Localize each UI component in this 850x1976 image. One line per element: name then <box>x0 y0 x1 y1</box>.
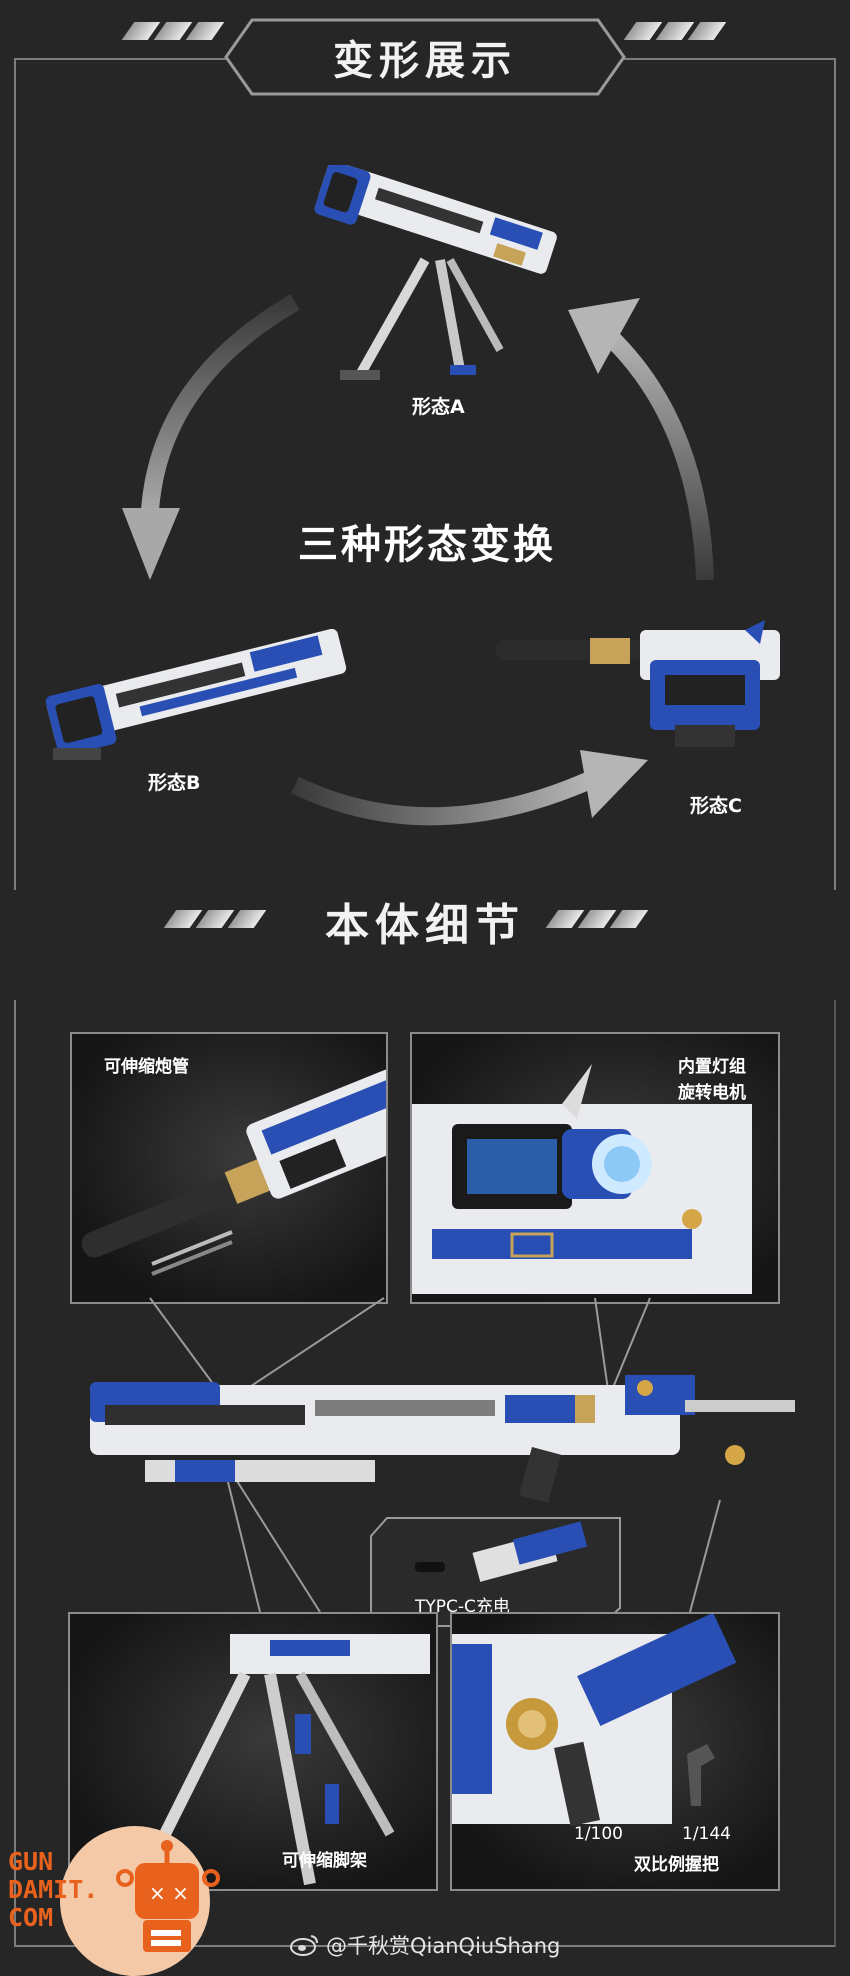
callout-barrel: 可伸缩炮管 <box>104 1057 189 1077</box>
scale-1-100: 1/100 <box>574 1824 623 1844</box>
svg-text:× ×: × × <box>149 1881 189 1905</box>
logo-text-box: GUN DAMIT. COM <box>8 1848 108 1932</box>
typec-panel-outline <box>370 1517 621 1627</box>
watermark-text: @千秋赏QianQiuShang <box>326 1934 561 1958</box>
logo-line1: GUN <box>8 1847 54 1876</box>
panel-barrel: 可伸缩炮管 <box>70 1032 388 1304</box>
watermark: @千秋赏QianQiuShang <box>290 1930 560 1960</box>
grip-image <box>452 1614 737 1827</box>
details-frame <box>14 1000 836 1947</box>
logo-line2: DAMIT. <box>8 1875 99 1904</box>
title-plate-outline <box>224 18 626 96</box>
weibo-icon <box>290 1935 318 1956</box>
transform-center-title: 三种形态变换 <box>298 522 556 568</box>
form-b-label: 形态B <box>148 772 201 794</box>
gun-form-b-image <box>45 628 347 760</box>
panel-light-motor: 内置灯组 旋转电机 <box>410 1032 780 1304</box>
section-title-transform: 变形展示 <box>333 38 517 84</box>
logo-line3: COM <box>8 1903 54 1932</box>
scale-1-144: 1/144 <box>682 1824 731 1844</box>
gun-form-a-image <box>314 165 557 380</box>
full-gun-image <box>90 1375 795 1504</box>
form-a-label: 形态A <box>412 396 465 418</box>
form-c-label: 形态C <box>690 795 742 817</box>
gun-form-c-image <box>495 620 780 747</box>
panel-grip: 1/100 1/144 双比例握把 <box>450 1612 780 1891</box>
callout-light-line2: 旋转电机 <box>678 1083 746 1103</box>
callout-grip: 双比例握把 <box>634 1855 719 1875</box>
barrel-image <box>81 1069 386 1276</box>
callout-light-line1: 内置灯组 <box>678 1057 746 1077</box>
section-title-details: 本体细节 <box>325 900 525 951</box>
robot-mascot-icon: × × <box>116 1840 220 1952</box>
light-motor-image <box>412 1064 752 1294</box>
callout-tripod: 可伸缩脚架 <box>282 1851 367 1871</box>
transform-cycle-arrows <box>122 294 714 826</box>
gundamit-logo: GUN DAMIT. COM × × <box>0 1826 240 1976</box>
